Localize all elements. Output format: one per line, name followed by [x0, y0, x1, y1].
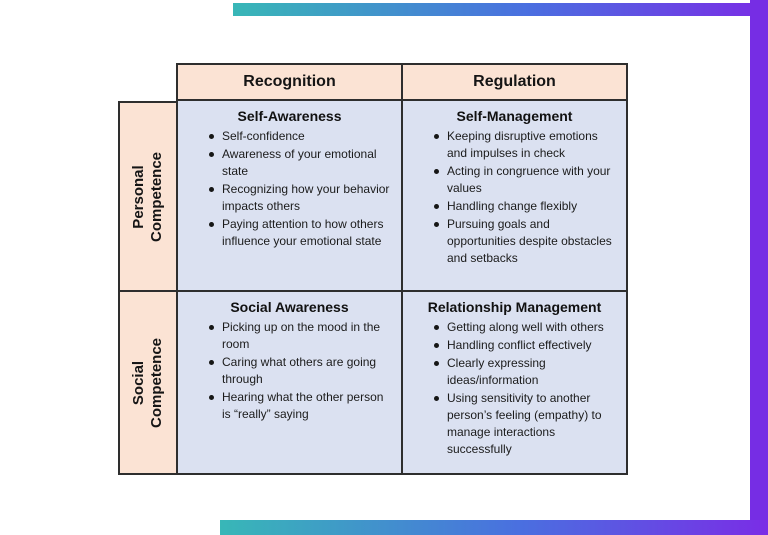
bullet-item: Handling change flexibly [433, 198, 618, 215]
top-gradient-bar [233, 3, 768, 16]
row-label-line: Personal [130, 164, 147, 229]
bullet-item: Keeping disruptive emotions and impulses… [433, 128, 618, 162]
bullet-list: Keeping disruptive emotions and impulses… [403, 128, 626, 267]
bottom-gradient-bar [220, 520, 768, 535]
quadrant-title: Social Awareness [230, 299, 349, 315]
bullet-list: Picking up on the mood in the room Carin… [178, 319, 401, 423]
rotated-row-label: Social Competence [130, 337, 166, 427]
bullet-item: Hearing what the other person is “really… [208, 389, 393, 423]
bullet-item: Acting in congruence with your values [433, 163, 618, 197]
rotated-row-label: Personal Competence [130, 151, 166, 241]
bullet-item: Picking up on the mood in the room [208, 319, 393, 353]
row-label-line: Competence [148, 151, 165, 242]
bullet-item: Using sensitivity to another person’s fe… [433, 390, 618, 458]
quadrant-title: Relationship Management [427, 299, 602, 315]
bullet-item: Pursuing goals and opportunities despite… [433, 216, 618, 267]
column-header-label: Recognition [243, 73, 336, 90]
corner-spacer [118, 63, 176, 101]
column-header-recognition: Recognition [176, 63, 403, 101]
bullet-item: Recognizing how your behavior impacts ot… [208, 181, 393, 215]
right-accent-bar [750, 0, 768, 535]
column-header-regulation: Regulation [403, 63, 628, 101]
bullet-item: Clearly expressing ideas/information [433, 355, 618, 389]
quadrant-relationship-management: Relationship Management Getting along we… [403, 292, 628, 475]
bullet-list: Self-confidence Awareness of your emotio… [178, 128, 401, 250]
column-header-label: Regulation [473, 73, 556, 90]
bullet-list: Getting along well with others Handling … [403, 319, 626, 458]
row-label-line: Competence [148, 337, 165, 428]
quadrant-title: Self-Management [456, 108, 573, 124]
bullet-item: Awareness of your emotional state [208, 146, 393, 180]
bullet-item: Self-confidence [208, 128, 393, 145]
quadrant-title: Self-Awareness [237, 108, 342, 124]
row-header-social-competence: Social Competence [118, 292, 176, 475]
quadrant-self-management: Self-Management Keeping disruptive emoti… [403, 101, 628, 292]
emotional-intelligence-matrix: Recognition Regulation Personal Competen… [118, 63, 628, 475]
bullet-item: Caring what others are going through [208, 354, 393, 388]
quadrant-social-awareness: Social Awareness Picking up on the mood … [176, 292, 403, 475]
row-header-personal-competence: Personal Competence [118, 101, 176, 292]
quadrant-self-awareness: Self-Awareness Self-confidence Awareness… [176, 101, 403, 292]
bullet-item: Getting along well with others [433, 319, 618, 336]
row-label-line: Social [130, 360, 147, 405]
bullet-item: Paying attention to how others influence… [208, 216, 393, 250]
bullet-item: Handling conflict effectively [433, 337, 618, 354]
